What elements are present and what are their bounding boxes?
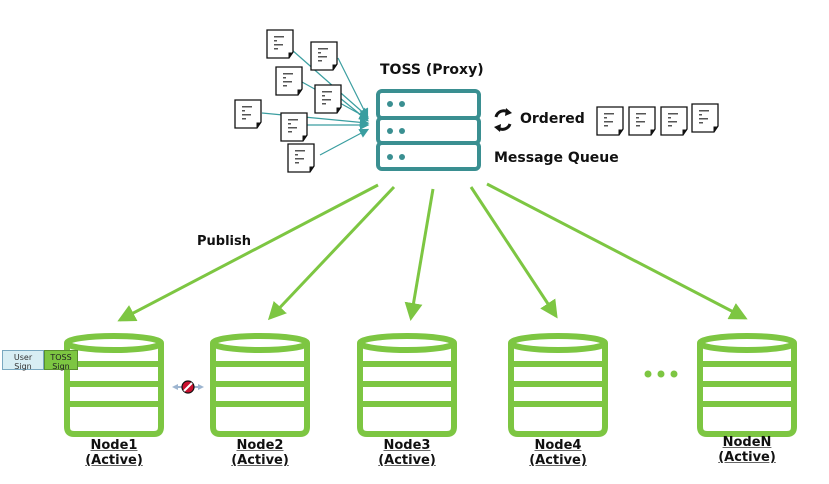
publish-arrows: [117, 182, 748, 322]
node4-database-icon: [511, 336, 605, 434]
nodeN-label: NodeN (Active): [697, 435, 797, 465]
publish-arrow: [404, 188, 435, 321]
incoming-arrow: [339, 97, 369, 122]
message-document-icon: [314, 84, 342, 114]
node3-database-icon: [360, 336, 454, 434]
publish-arrow: [469, 186, 558, 319]
proxy-title: TOSS (Proxy): [380, 62, 484, 78]
incoming-arrow: [319, 128, 370, 156]
message-document-icon: [275, 66, 303, 96]
publish-arrow: [117, 183, 379, 322]
node-name: Node1: [90, 438, 138, 453]
node4-label: Node4 (Active): [508, 438, 608, 468]
publish-arrow: [486, 182, 748, 320]
node-name: NodeN: [722, 435, 772, 450]
toss-sign-badge: TOSS Sign: [44, 350, 78, 371]
node1-database-icon: [67, 336, 161, 434]
node-name: Node4: [534, 438, 582, 453]
incoming-arrow: [261, 112, 370, 128]
server-indicator-lights: [387, 101, 405, 160]
node-name: Node3: [383, 438, 431, 453]
user-sign-badge: User Sign: [2, 350, 44, 371]
node-name: Node2: [236, 438, 284, 453]
queued-messages: [596, 103, 719, 136]
node3-label: Node3 (Active): [357, 438, 457, 468]
more-nodes-ellipsis: [644, 370, 678, 378]
message-document-icon: [266, 29, 294, 59]
node2-database-icon: [213, 336, 307, 434]
node-status: (Active): [529, 453, 587, 468]
node-status: (Active): [378, 453, 436, 468]
incoming-arrow: [291, 49, 369, 118]
publish-label: Publish: [197, 234, 251, 249]
queued-message-icon: [596, 106, 624, 136]
nodeN-database-icon: [700, 336, 794, 434]
queued-message-icon: [691, 103, 719, 133]
blocked-link: [172, 380, 204, 394]
node-status: (Active): [85, 453, 143, 468]
proxy-server-icon: [376, 89, 481, 171]
node2-label: Node2 (Active): [210, 438, 310, 468]
node-status: (Active): [231, 453, 289, 468]
incoming-arrow: [337, 57, 369, 119]
incoming-messages: [234, 29, 342, 173]
queued-message-icon: [628, 106, 656, 136]
node-status: (Active): [718, 450, 776, 465]
node1-label: Node1 (Active): [64, 438, 164, 468]
message-document-icon: [280, 112, 308, 142]
ordered-label: Ordered: [520, 111, 585, 127]
message-document-icon: [287, 143, 315, 173]
publish-arrow: [267, 185, 396, 321]
message-document-icon: [234, 99, 262, 129]
message-queue-label: Message Queue: [494, 150, 619, 166]
message-document-icon: [310, 41, 338, 71]
queued-message-icon: [660, 106, 688, 136]
